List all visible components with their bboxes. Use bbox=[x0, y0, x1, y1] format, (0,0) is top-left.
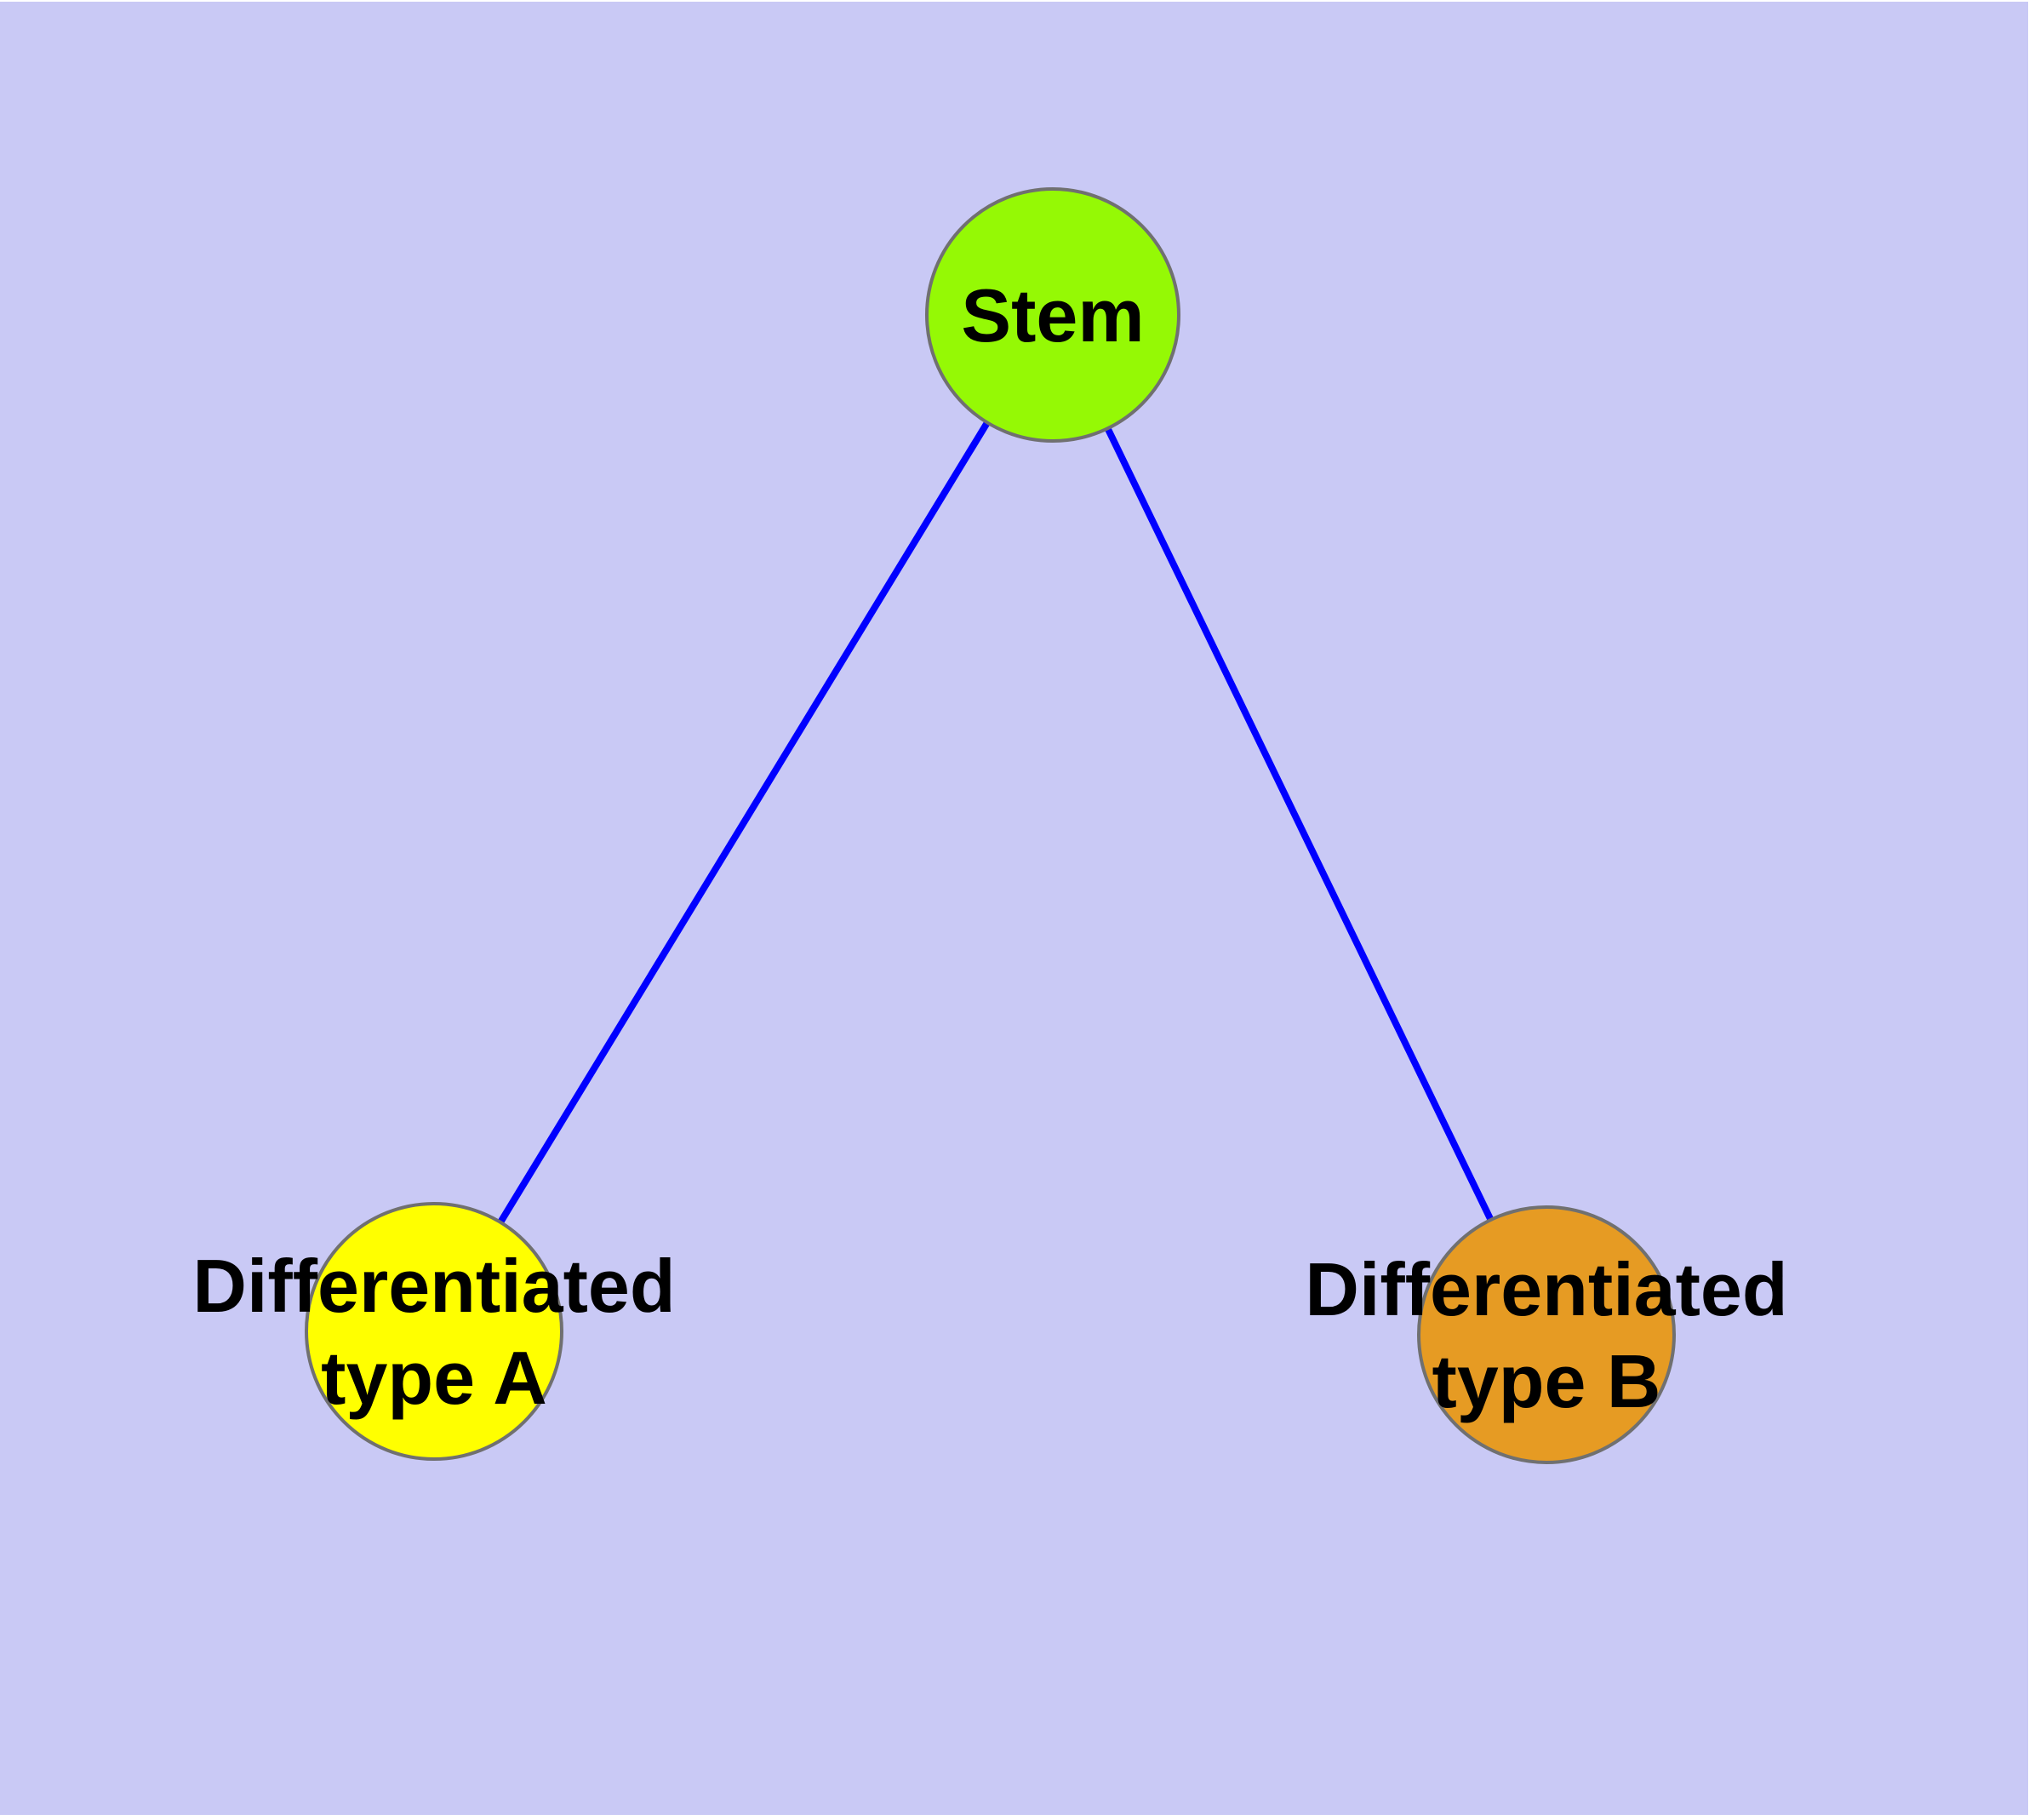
node-label-line: type B bbox=[1432, 1339, 1661, 1423]
node-label-line: type A bbox=[321, 1336, 547, 1420]
edge-stem-to-differentiated-type-b bbox=[1049, 313, 1550, 1336]
node-label-line: Differentiated bbox=[192, 1244, 675, 1328]
node-label-line: Stem bbox=[961, 273, 1144, 358]
node-label-stem: Stem bbox=[961, 273, 1144, 358]
node-circle-differentiated-type-b bbox=[1417, 1205, 1676, 1464]
node-circle-stem bbox=[925, 187, 1180, 443]
edges-layer bbox=[431, 312, 1550, 1336]
edge-stem-to-differentiated-type-a bbox=[431, 312, 1056, 1334]
node-label-line: Differentiated bbox=[1305, 1247, 1787, 1331]
nodes-layer bbox=[305, 187, 1676, 1464]
node-circle-differentiated-type-a bbox=[305, 1202, 563, 1461]
